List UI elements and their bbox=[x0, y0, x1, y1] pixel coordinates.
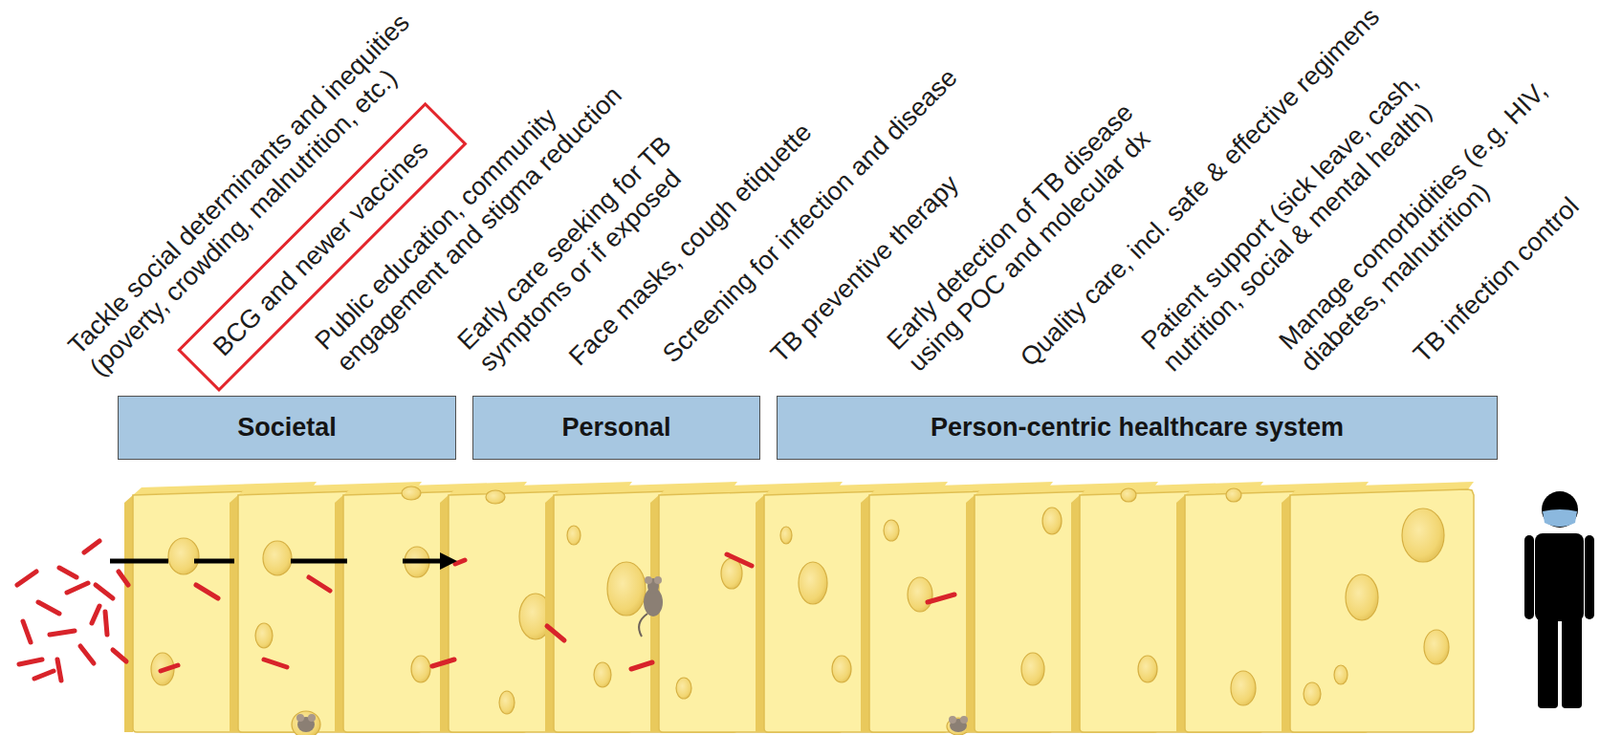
person-figure-part bbox=[1534, 533, 1584, 622]
tb-bacteria-part bbox=[105, 612, 108, 636]
pathway-arrow-part bbox=[109, 559, 169, 565]
cheese-slice-part bbox=[1402, 508, 1445, 563]
person-figure-part bbox=[1584, 535, 1595, 620]
cheese-slice-part bbox=[1021, 653, 1045, 686]
cheese-slice-part bbox=[1345, 574, 1379, 621]
layer-label: Early detection of TB disease using POC … bbox=[880, 95, 1163, 378]
mouse-part bbox=[948, 716, 957, 724]
tb-bacteria-part bbox=[432, 659, 455, 667]
tb-bacteria-part bbox=[95, 585, 113, 599]
cheese-slice-part bbox=[567, 526, 581, 546]
mouse-part bbox=[654, 576, 662, 585]
tb-bacteria-part bbox=[196, 585, 219, 599]
cheese-slice-part bbox=[1138, 656, 1158, 683]
mouse bbox=[638, 576, 663, 637]
cheese-slice-part bbox=[1230, 671, 1256, 706]
cheese-slice-part bbox=[676, 678, 692, 700]
mouse-part bbox=[638, 613, 648, 637]
person-figure-part bbox=[1541, 491, 1579, 528]
mouse-part bbox=[307, 714, 316, 723]
cheese-slice-part bbox=[907, 577, 933, 613]
tb-bacteria-part bbox=[38, 602, 60, 614]
tb-bacteria-part bbox=[66, 583, 88, 593]
person-figure-part bbox=[1542, 509, 1578, 527]
cheese-slice-part bbox=[1424, 630, 1449, 665]
cheese-slice-part bbox=[607, 562, 646, 616]
person-figure-part bbox=[1537, 612, 1558, 709]
band-title: Person-centric healthcare system bbox=[930, 413, 1344, 443]
cheese-slice-part bbox=[780, 526, 792, 545]
cheese-slice-part bbox=[499, 691, 515, 715]
cheese-slice-part bbox=[1120, 488, 1137, 503]
mouse bbox=[948, 716, 968, 733]
cheese-slice-part bbox=[411, 656, 431, 683]
tb-bacteria-part bbox=[726, 554, 752, 567]
layer-band: Personal bbox=[472, 395, 761, 461]
pathway-arrow-part bbox=[402, 559, 442, 565]
tb-bacteria bbox=[17, 541, 955, 681]
person-figure bbox=[1524, 491, 1595, 709]
tb-bacteria-part bbox=[84, 541, 100, 553]
cheese-slice-part bbox=[1226, 488, 1242, 503]
tb-bacteria-part bbox=[57, 659, 62, 681]
tb-bacteria-part bbox=[17, 571, 37, 586]
cheese-slice bbox=[1281, 482, 1474, 733]
cheese-slice-part bbox=[401, 486, 421, 501]
tb-bacteria-part bbox=[19, 659, 43, 665]
tb-bacteria-part bbox=[927, 594, 955, 603]
cheese-slice-part bbox=[1334, 665, 1348, 685]
tb-bacteria-part bbox=[59, 568, 77, 578]
tb-bacteria-part bbox=[49, 631, 75, 636]
mouse-part bbox=[644, 576, 653, 585]
cheese-slice-part bbox=[832, 656, 852, 683]
band-title: Personal bbox=[561, 413, 671, 443]
cheese-slice-part bbox=[485, 490, 505, 505]
tb-bacteria-part bbox=[91, 606, 100, 624]
pathway-arrow-part bbox=[194, 559, 235, 565]
layer-band: Societal bbox=[117, 395, 457, 461]
cheese-slice-part bbox=[255, 623, 273, 649]
layer-band: Person-centric healthcare system bbox=[776, 395, 1498, 461]
cheese-slice-part bbox=[593, 662, 612, 688]
person-figure-part bbox=[1561, 612, 1582, 709]
tb-bacteria-part bbox=[34, 671, 54, 680]
tb-bacteria-part bbox=[308, 577, 330, 592]
mouse-part bbox=[960, 716, 968, 724]
pathway-arrow bbox=[109, 552, 458, 570]
tb-bacteria-part bbox=[22, 621, 31, 643]
pathway-arrow-part bbox=[439, 552, 458, 570]
person-figure-part bbox=[1524, 535, 1535, 620]
cheese-slice-part bbox=[798, 562, 828, 605]
tb-bacteria-part bbox=[118, 571, 129, 586]
tb-bacteria-part bbox=[263, 659, 287, 668]
cheese-slice-part bbox=[263, 541, 292, 576]
mouse bbox=[296, 714, 316, 733]
tb-bacteria-part bbox=[160, 665, 178, 672]
cheese-slice-part bbox=[883, 520, 899, 542]
mouse-part bbox=[296, 714, 305, 723]
tb-bacteria-part bbox=[547, 626, 565, 641]
cheese-slice-part bbox=[721, 558, 743, 590]
tb-bacteria-part bbox=[631, 662, 653, 670]
cheese-slice-part bbox=[1042, 507, 1062, 535]
tb-bacteria-part bbox=[455, 560, 465, 565]
cheese-slice-part bbox=[1281, 482, 1474, 733]
tb-bacteria-part bbox=[112, 650, 127, 662]
band-title: Societal bbox=[237, 413, 337, 443]
cheese-slice-part bbox=[168, 538, 199, 575]
cheese-slice-part bbox=[1303, 682, 1321, 706]
cheese-slice-part bbox=[291, 711, 321, 735]
tb-bacteria-part bbox=[80, 646, 94, 664]
pathway-arrow-part bbox=[290, 559, 348, 565]
